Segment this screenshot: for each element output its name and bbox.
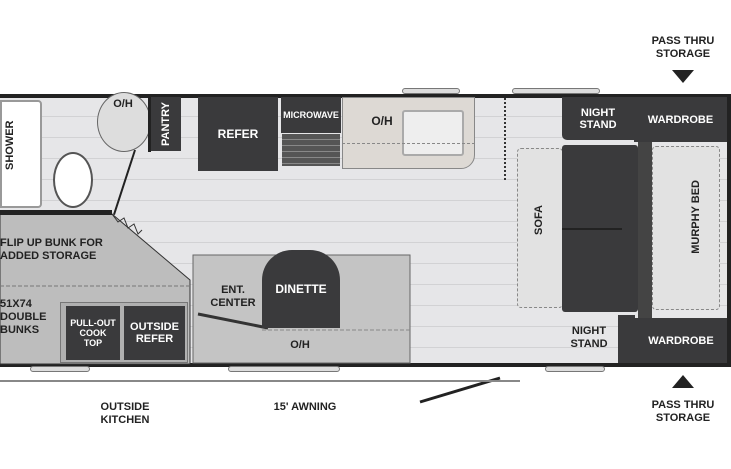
pantry: PANTRY — [151, 97, 181, 151]
window — [545, 366, 605, 372]
dinette: DINETTE — [262, 250, 340, 328]
outside-refer-label: OUTSIDE REFER — [130, 321, 179, 345]
toilet — [53, 152, 93, 208]
refer: REFER — [198, 97, 278, 171]
pass-thru-storage-bottom-label: PASS THRU STORAGE — [651, 399, 715, 424]
wardrobe-top-label: WARDROBE — [647, 113, 714, 126]
sofa-cushion-divider — [562, 228, 622, 230]
privacy-curtain — [504, 98, 508, 180]
night-stand-bottom — [618, 315, 635, 363]
microwave: MICROWAVE — [281, 97, 341, 133]
ent-center-label: ENT. CENTER — [210, 284, 256, 309]
double-bunks-label: 51X74 DOUBLE BUNKS — [0, 298, 47, 336]
awning-label: 15' AWNING — [273, 401, 337, 413]
kitchen-sink — [402, 110, 464, 156]
stove — [282, 134, 340, 166]
refer-label: REFER — [217, 127, 259, 141]
window — [30, 366, 90, 372]
top-wall — [0, 94, 731, 98]
arrow-up-icon — [672, 375, 694, 388]
window — [402, 88, 460, 94]
window — [512, 88, 600, 94]
outside-kitchen-label: OUTSIDE KITCHEN — [100, 401, 150, 426]
ent-center-door — [197, 312, 269, 330]
shower — [0, 100, 42, 208]
dinette-oh-label: O/H — [290, 339, 310, 351]
outside-refer: OUTSIDE REFER — [124, 306, 185, 360]
bunk-wall — [0, 210, 112, 215]
night-stand-top: NIGHT STAND — [562, 97, 634, 140]
dinette-label: DINETTE — [275, 282, 327, 296]
murphy-bed — [652, 146, 720, 310]
dashed-line — [342, 143, 475, 144]
pass-thru-storage-top-label: PASS THRU STORAGE — [651, 35, 715, 60]
night-stand-top-label: NIGHT STAND — [579, 106, 617, 131]
sofa-bed-area — [517, 148, 563, 308]
pull-out-cooktop: PULL-OUT COOK TOP — [66, 306, 120, 360]
kitchen-oh-label: O/H — [371, 114, 393, 128]
microwave-label: MICROWAVE — [283, 110, 339, 120]
arrow-down-icon — [672, 70, 694, 83]
wardrobe-bottom-label: WARDROBE — [648, 334, 714, 347]
bottom-wall — [0, 363, 731, 367]
window — [228, 366, 340, 372]
pull-out-cooktop-label: PULL-OUT COOK TOP — [70, 318, 116, 348]
rear-wall — [727, 94, 731, 367]
bath-wall — [148, 96, 151, 152]
bath-oh-label: O/H — [113, 98, 133, 110]
bed-frame — [638, 142, 652, 318]
wardrobe-top: WARDROBE — [634, 97, 727, 142]
bunk-ladder-zigzag — [111, 213, 143, 235]
wardrobe-bottom: WARDROBE — [635, 318, 727, 363]
night-stand-bottom-label: NIGHT STAND — [570, 325, 608, 350]
flip-up-bunk-label: FLIP UP BUNK FOR ADDED STORAGE — [0, 237, 103, 262]
